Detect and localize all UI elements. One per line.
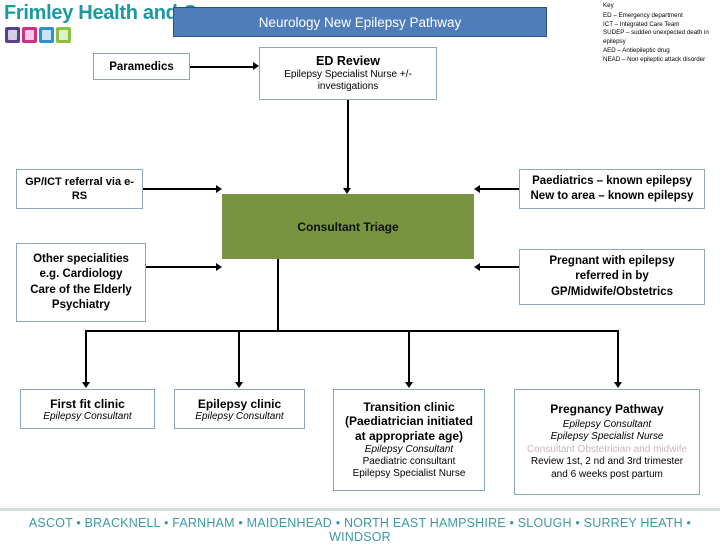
node-pregnancy-pathway-staff2: Epilepsy Specialist Nurse	[550, 431, 664, 443]
arrow-pregref-to-triage-icon	[474, 263, 480, 271]
connector-bus-to-pregpath	[617, 330, 619, 382]
legend-entry: ICT – Integrated Care Team	[603, 20, 680, 28]
connector-ed-to-triage	[347, 100, 349, 188]
node-pregnancy-pathway[interactable]: Pregnancy Pathway Epilepsy Consultant Ep…	[514, 389, 700, 495]
logo-swatch-purple-icon	[5, 27, 20, 43]
legend-entry: SUDEP – sudden unexpected death in epile…	[603, 29, 709, 46]
legend-heading: Key	[603, 2, 614, 9]
connector-bus-to-firstfit	[85, 330, 87, 382]
connector-paramedics-to-ed	[190, 66, 253, 68]
node-epilepsy-clinic[interactable]: Epilepsy clinic Epilepsy Consultant	[174, 389, 305, 429]
node-ed-review-title: ED Review	[316, 53, 380, 68]
node-consultant-triage-title: Consultant Triage	[297, 219, 399, 234]
node-other-line3: Care of the Elderly	[30, 283, 132, 296]
arrow-ed-to-triage-icon	[343, 188, 351, 194]
arrow-bus-to-epclinic-icon	[235, 382, 243, 388]
connector-other-to-triage	[146, 266, 217, 268]
node-consultant-triage[interactable]: Consultant Triage	[222, 194, 474, 259]
logo-swatch-green-icon	[56, 27, 71, 43]
logo-swatch-blue-icon	[39, 27, 54, 43]
node-pregnancy-pathway-staff5: and 6 weeks post partum	[551, 468, 663, 480]
node-pregnant-referral-line2: referred in by	[575, 270, 649, 283]
node-first-fit-clinic[interactable]: First fit clinic Epilepsy Consultant	[20, 389, 155, 429]
arrow-other-to-triage-icon	[216, 263, 222, 271]
connector-bus-to-epclinic	[238, 330, 240, 382]
brand-logo-icons	[5, 27, 71, 43]
node-gp-ict-referral[interactable]: GP/ICT referral via e-RS	[16, 169, 143, 209]
node-other-line4: Psychiatry	[51, 298, 111, 311]
node-pregnancy-pathway-staff1: Epilepsy Consultant	[562, 418, 652, 430]
node-pregnant-referral-line1: Pregnant with epilepsy	[549, 255, 675, 268]
connector-pregref-to-triage	[479, 266, 519, 268]
node-epilepsy-clinic-staff: Epilepsy Consultant	[195, 410, 284, 422]
node-paramedics-title: Paramedics	[109, 60, 174, 73]
arrow-bus-to-pregpath-icon	[614, 382, 622, 388]
node-other-specialities[interactable]: Other specialities e.g. Cardiology Care …	[16, 243, 146, 322]
legend-entry: AED – Antiepileptic drug	[603, 46, 670, 54]
legend-key: Key ED – Emergency department ICT – Inte…	[603, 2, 716, 65]
node-ed-review-subtitle: Epilepsy Specialist Nurse +/- investigat…	[284, 69, 412, 93]
node-pregnancy-pathway-staff4: Review 1st, 2 nd and 3rd trimester	[530, 456, 684, 468]
node-paediatrics[interactable]: Paediatrics – known epilepsy New to area…	[519, 169, 705, 209]
legend-entry: NEAD – Non epileptic attack disorder	[603, 55, 706, 63]
arrow-paeds-to-triage-icon	[474, 185, 480, 193]
node-first-fit-staff: Epilepsy Consultant	[43, 410, 132, 422]
brand-title: Frimley Health and Care	[4, 2, 227, 24]
footer-divider	[0, 508, 720, 511]
legend-entry: ED – Emergency department	[603, 11, 683, 19]
node-gp-ict-title: GP/ICT referral via e-RS	[25, 175, 134, 202]
node-paediatrics-line2: New to area – known epilepsy	[530, 190, 694, 202]
connector-triage-stem	[277, 259, 279, 332]
arrow-paramedics-to-ed-icon	[253, 62, 259, 70]
node-transition-title1: Transition clinic	[363, 399, 455, 414]
node-epilepsy-clinic-title: Epilepsy clinic	[197, 396, 282, 411]
node-other-line2: e.g. Cardiology	[39, 268, 123, 281]
node-transition-staff3: Epilepsy Specialist Nurse	[352, 468, 466, 480]
node-other-line1: Other specialities	[33, 252, 129, 265]
node-transition-staff2: Paediatric consultant	[362, 455, 456, 467]
node-ed-review[interactable]: ED Review Epilepsy Specialist Nurse +/- …	[259, 47, 437, 100]
arrow-gpict-to-triage-icon	[216, 185, 222, 193]
node-transition-title3: at appropriate age)	[354, 429, 464, 444]
node-paramedics[interactable]: Paramedics	[93, 53, 190, 80]
node-paediatrics-line1: Paediatrics – known epilepsy	[532, 175, 692, 188]
node-pregnant-referral-line3: GP/Midwife/Obstetrics	[550, 285, 674, 298]
node-pregnancy-pathway-title: Pregnancy Pathway	[550, 402, 664, 417]
arrow-bus-to-firstfit-icon	[82, 382, 90, 388]
connector-bus-to-transition	[408, 330, 410, 382]
node-transition-staff1: Epilepsy Consultant	[364, 443, 454, 455]
node-pregnancy-pathway-staff3: Consultant Obstetrician and midwife	[526, 443, 688, 455]
connector-distribution-bus	[85, 330, 619, 332]
connector-gpict-to-triage	[143, 188, 217, 190]
logo-swatch-pink-icon	[22, 27, 37, 43]
page-title: Neurology New Epilepsy Pathway	[258, 14, 462, 30]
node-transition-title2: (Paediatrician initiated	[344, 414, 474, 429]
node-pregnant-referral[interactable]: Pregnant with epilepsy referred in by GP…	[519, 249, 705, 305]
node-transition-clinic[interactable]: Transition clinic (Paediatrician initiat…	[333, 389, 485, 491]
page-title-banner: Neurology New Epilepsy Pathway	[173, 7, 547, 37]
connector-paeds-to-triage	[479, 188, 519, 190]
arrow-bus-to-transition-icon	[405, 382, 413, 388]
node-first-fit-title: First fit clinic	[50, 396, 125, 411]
